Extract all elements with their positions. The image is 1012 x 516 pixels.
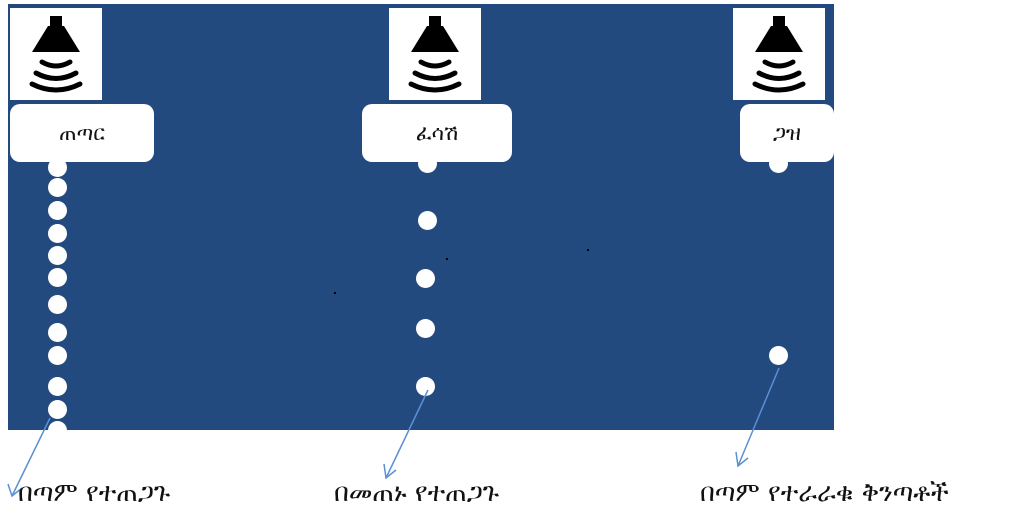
speaker-icon [389, 8, 481, 100]
caption-gas: በጣም የተራራቁ ቅንጣቶች [700, 478, 949, 508]
solid-particle [48, 400, 67, 419]
state-label-liquid: ፈሳሽ [362, 104, 512, 162]
solid-particle [48, 246, 67, 265]
solid-particle [48, 224, 67, 243]
solid-particle [48, 158, 67, 177]
speck [587, 249, 589, 251]
solid-particle [48, 377, 67, 396]
speck [334, 292, 336, 294]
solid-particle [48, 421, 67, 440]
speaker-icon [10, 8, 102, 100]
solid-particle [48, 323, 67, 342]
caption-liquid: በመጠኑ የተጠጋጉ [334, 478, 500, 508]
solid-particle [48, 201, 67, 220]
solid-particle [48, 268, 67, 287]
state-label-gas: ጋዝ [740, 104, 834, 162]
solid-particle [48, 295, 67, 314]
speck [446, 258, 448, 260]
speaker-icon [733, 8, 825, 100]
caption-solid: በጣም የተጠጋጉ [18, 478, 171, 508]
liquid-particle [418, 211, 437, 230]
liquid-particle [416, 377, 435, 396]
solid-particle [48, 346, 67, 365]
solid-particle [48, 178, 67, 197]
liquid-particle [416, 319, 435, 338]
liquid-particle [416, 269, 435, 288]
gas-particle [769, 346, 788, 365]
state-label-solid: ጠጣር [10, 104, 154, 162]
